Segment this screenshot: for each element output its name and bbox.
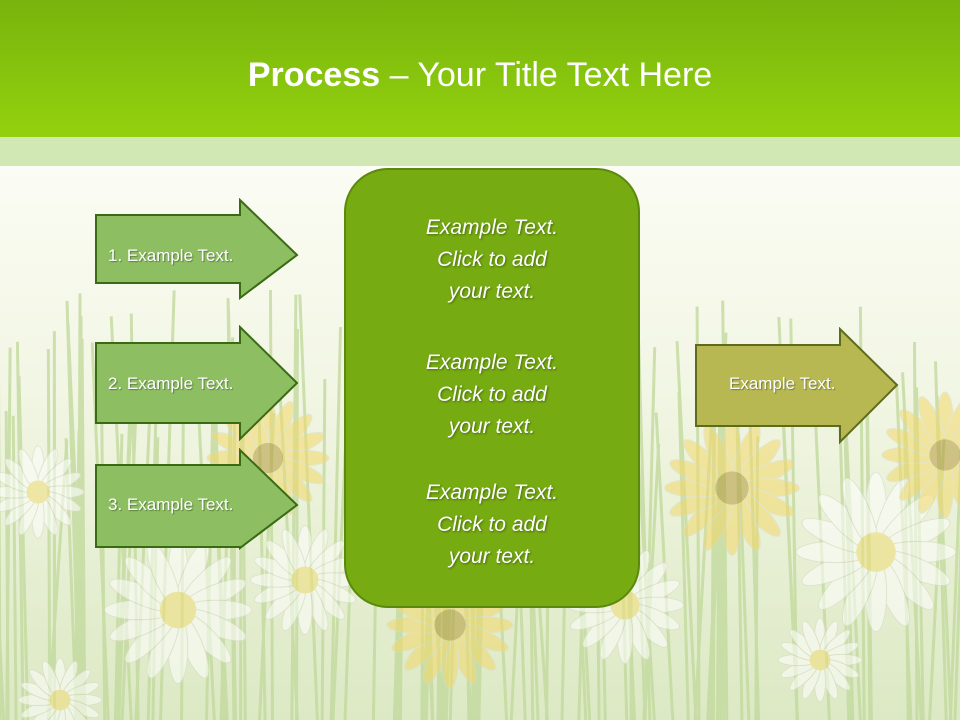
slide-title[interactable]: Process – Your Title Text Here [0, 54, 960, 96]
daisy-flower [664, 420, 800, 556]
block-1-line-3: your text. [448, 280, 536, 303]
grass-blade [295, 328, 299, 720]
title-bold: Process [247, 56, 381, 94]
block-2-line-2: Click to add [437, 383, 547, 406]
block-3-line-3: your text. [448, 545, 536, 568]
daisy-flower [0, 445, 85, 539]
daisy-flower [104, 536, 252, 684]
center-text-block-2: Example Text. Click to add your text. [344, 347, 640, 443]
block-1-line-1: Example Text. [425, 216, 559, 239]
grass-blade [17, 375, 30, 720]
output-arrow[interactable] [694, 327, 900, 445]
grass-blade [11, 415, 18, 720]
output-label: Example Text. [729, 374, 836, 393]
daisy-flower [777, 617, 863, 703]
grass-blade [953, 529, 960, 720]
title-bar [0, 0, 960, 137]
step-label-2: 2. Example Text. [108, 374, 234, 393]
title-underline-band [0, 137, 960, 166]
block-2-line-1: Example Text. [425, 351, 559, 374]
step-label-3: 3. Example Text. [108, 495, 234, 514]
block-3-line-2: Click to add [437, 513, 547, 536]
title-rest: – Your Title Text Here [380, 56, 713, 94]
grass-blade [67, 346, 88, 720]
grass-blade [0, 615, 6, 720]
block-3-line-1: Example Text. [425, 481, 559, 504]
center-text-block-1: Example Text. Click to add your text. [344, 212, 640, 308]
block-1-line-2: Click to add [437, 248, 547, 271]
step-label-1: 1. Example Text. [108, 246, 234, 265]
daisy-flower [17, 657, 103, 720]
grass-blade [329, 327, 343, 720]
step-arrow-1[interactable] [94, 198, 300, 300]
step-arrow-3[interactable] [94, 448, 300, 550]
daisy-flower [249, 524, 361, 636]
daisy-flower [881, 391, 960, 519]
grass-blade [298, 294, 319, 720]
center-text-box[interactable] [344, 168, 640, 608]
grass-blade [948, 441, 960, 720]
grass-blade [677, 392, 690, 720]
grass-blade [643, 347, 657, 720]
step-arrow-2[interactable] [94, 325, 300, 441]
block-2-line-3: your text. [448, 415, 536, 438]
grass-blade [4, 410, 10, 720]
center-text-block-3: Example Text. Click to add your text. [344, 477, 640, 573]
